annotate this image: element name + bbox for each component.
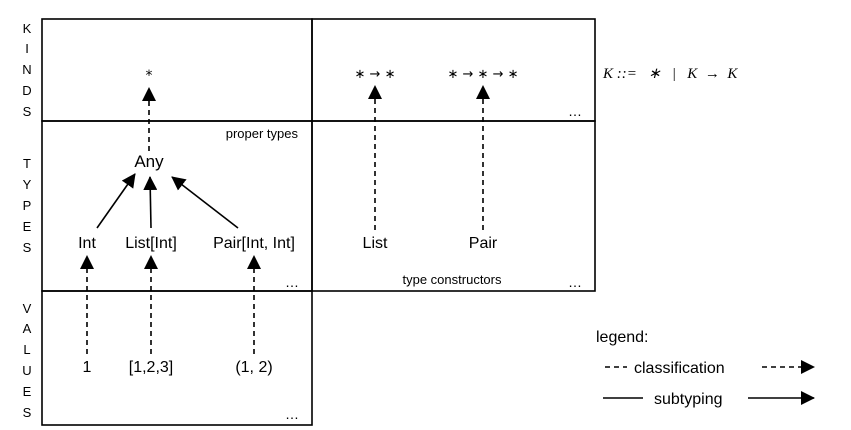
classification-arrows — [80, 85, 490, 354]
types-ellipsis: … — [285, 274, 299, 290]
axis-letter: S — [23, 240, 32, 255]
grid — [41, 18, 596, 426]
axis-letter: Y — [23, 177, 32, 192]
constructors-ellipsis: … — [568, 274, 582, 290]
types-proper-box — [41, 120, 313, 292]
kinds-axis-label: K I N D S — [22, 21, 31, 119]
kind-binary: ∗ → ∗ → ∗ — [448, 67, 519, 82]
axis-letter: A — [23, 321, 32, 336]
axis-letter: T — [23, 156, 31, 171]
subtyping-arrow-pairint-any — [171, 176, 239, 229]
value-list: [1,2,3] — [129, 359, 173, 376]
types-axis-label: T Y P E S — [23, 156, 32, 255]
type-constructors-label: type constructors — [403, 272, 502, 287]
axis-letter: P — [23, 198, 32, 213]
axis-letter: K — [23, 21, 32, 36]
axis-letter: S — [23, 104, 32, 119]
kind-star: * — [146, 68, 153, 84]
type-pair-int-int: Pair[Int, Int] — [213, 235, 295, 252]
constructor-list: List — [363, 235, 388, 252]
kind-unary: ∗ → ∗ — [355, 67, 396, 82]
legend-classification-label: classification — [634, 360, 725, 377]
subtyping-arrow-listint-any — [143, 176, 158, 229]
value-one: 1 — [83, 359, 92, 376]
axis-letter: V — [23, 301, 32, 316]
kinds-proper-box — [41, 18, 313, 122]
values-ellipsis: … — [285, 406, 299, 422]
axis-letter: I — [25, 41, 29, 56]
constructor-pair: Pair — [469, 235, 498, 252]
kind-grammar: K ::= ∗ | K → K — [602, 66, 738, 82]
value-pair: (1, 2) — [235, 359, 272, 376]
kinds-ellipsis: … — [568, 103, 582, 119]
axis-letter: S — [23, 405, 32, 420]
axis-letter: D — [22, 83, 31, 98]
type-int: Int — [78, 235, 96, 252]
legend: legend: classification subtyping — [596, 329, 815, 408]
proper-types-label: proper types — [226, 126, 299, 141]
legend-subtyping-label: subtyping — [654, 391, 723, 408]
types-constructor-box — [311, 120, 596, 292]
values-axis-label: V A L U E S — [22, 301, 31, 420]
axis-letter: N — [22, 62, 31, 77]
axis-letter: U — [22, 363, 31, 378]
subtyping-arrows — [96, 173, 239, 229]
legend-title: legend: — [596, 329, 649, 346]
axis-letter: E — [23, 384, 32, 399]
type-list-int: List[Int] — [125, 235, 177, 252]
axis-letter: L — [23, 342, 30, 357]
axis-letter: E — [23, 219, 32, 234]
values-box — [41, 290, 313, 426]
type-any: Any — [134, 152, 164, 171]
subtyping-arrow-int-any — [96, 173, 136, 229]
